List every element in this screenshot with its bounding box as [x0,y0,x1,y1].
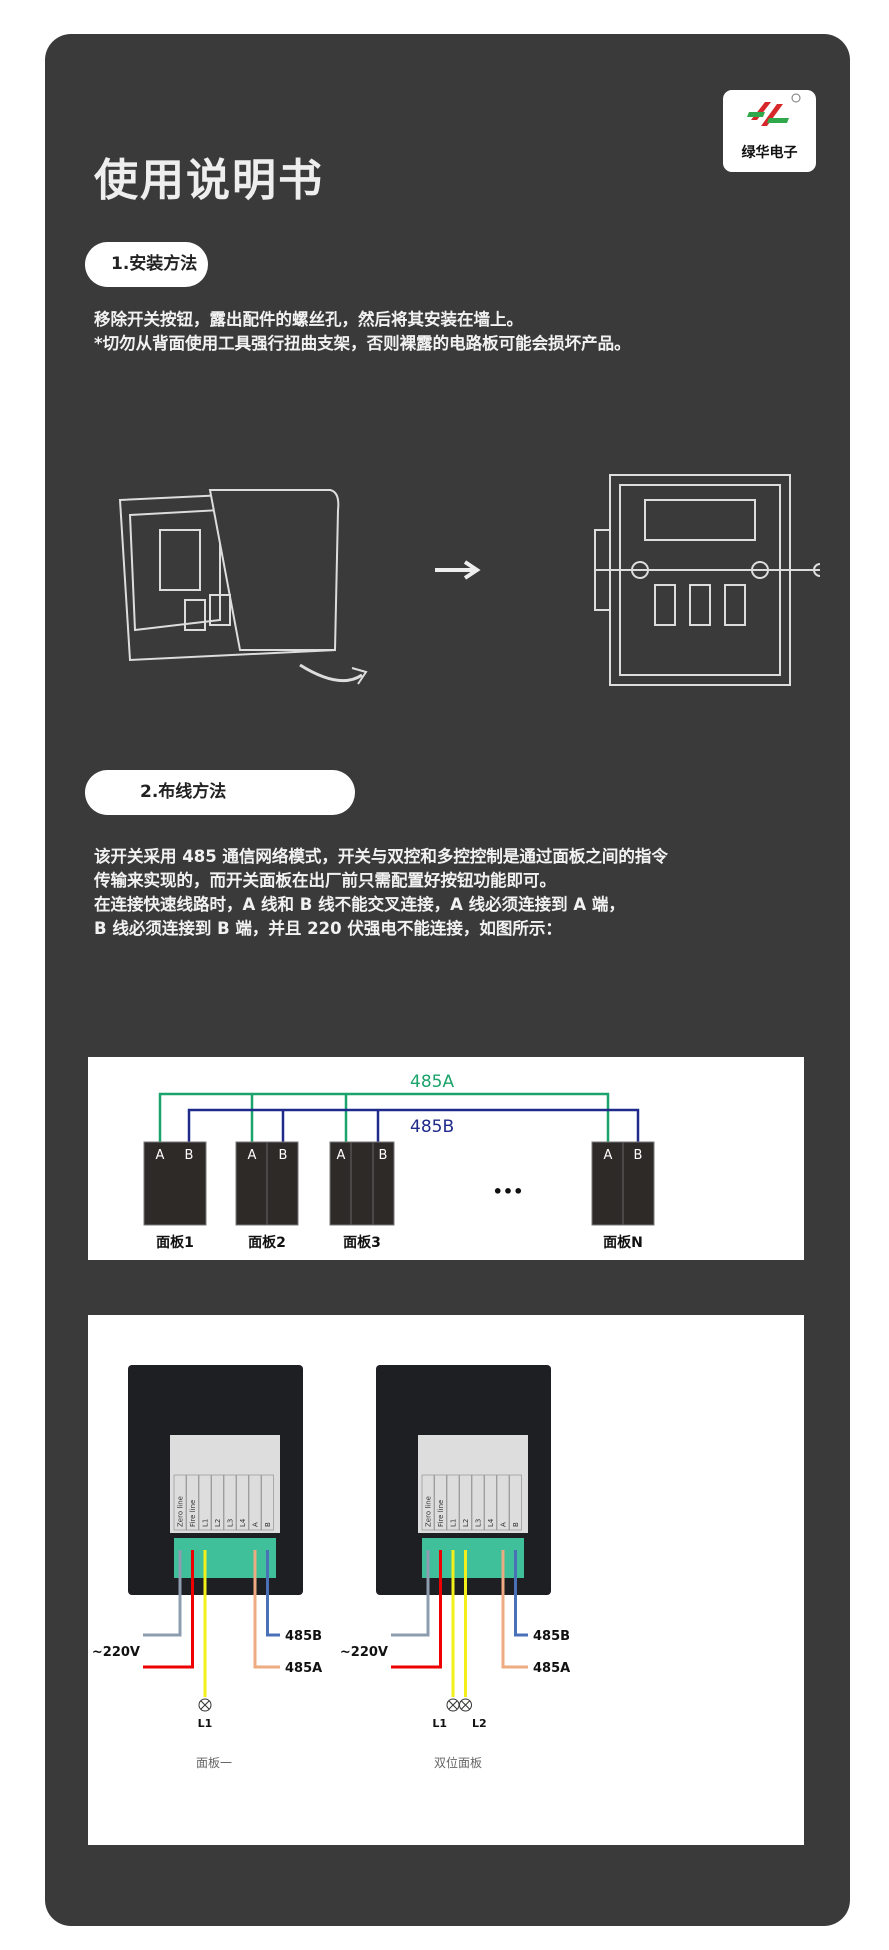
terminal-b: B [379,1148,388,1163]
terminal-a: A [156,1148,165,1163]
wiring-instructions: 该开关采用 485 通信网络模式，开关与双控和多控控制是通过面板之间的指令 传输… [94,845,668,941]
terminal-label: Fire line [437,1500,445,1527]
panel-label: 面板N [603,1234,643,1251]
terminal-b: B [185,1148,194,1163]
install-instructions: 移除开关按钮，露出配件的螺丝孔，然后将其安装在墙上。 *切勿从背面使用工具强行扭… [94,308,631,356]
wiring-line: B 线必须连接到 B 端，并且 220 伏强电不能连接，如图所示： [94,919,562,938]
terminal-label: B [512,1522,520,1527]
terminal-label: Zero line [425,1496,433,1527]
brand-logo: 绿华电子 [723,90,816,172]
line-485b-label: 485B [410,1117,454,1137]
terminal-label: L1 [202,1519,210,1527]
logo-mark-icon [747,93,801,126]
lamp-label: L1 [198,1717,213,1730]
install-illustration [118,474,820,686]
terminal-label: Zero line [177,1496,185,1527]
page-title: 使用说明书 [94,155,324,206]
panel-3 [329,1141,395,1226]
lamp-label: L2 [472,1717,487,1730]
line-485a-label: 485A [410,1072,454,1092]
terminal-b: B [634,1148,643,1163]
terminal-a: A [337,1148,346,1163]
terminal-label: L3 [227,1519,235,1527]
terminal-label: L2 [214,1519,222,1527]
lamp-label: L1 [432,1717,447,1730]
caption-double-panel: 双位面板 [434,1755,482,1770]
wiring-line: 传输来实现的，而开关面板在出厂前只需配置好按钮功能即可。 [94,871,556,890]
wiring-line: 该开关采用 485 通信网络模式，开关与双控和多控控制是通过面板之间的指令 [94,847,668,866]
terminal-label: L2 [462,1519,470,1527]
brand-name: 绿华电子 [741,145,798,161]
bus-diagram: 485A 485B A B A B A B A B ••• 面板1 面板2 面板3 面板… [88,1057,804,1260]
voltage-label: ~220V [340,1645,388,1660]
section-wiring-heading: 2.布线方法 [85,770,355,815]
terminal-a: A [248,1148,257,1163]
voltage-label: ~220V [92,1645,140,1660]
install-line: 移除开关按钮，露出配件的螺丝孔，然后将其安装在墙上。 [94,310,523,329]
panel-1 [143,1141,207,1226]
terminal-block [422,1538,524,1578]
terminal-b: B [279,1148,288,1163]
terminal-label: L3 [475,1519,483,1527]
485a-label: 485A [533,1661,570,1676]
485b-label: 485B [533,1629,570,1644]
panel-label: 面板2 [248,1234,286,1251]
485b-label: 485B [285,1629,322,1644]
panel-label: 面板3 [343,1234,381,1251]
section-install-heading: 1.安装方法 [85,242,208,287]
485a-label: 485A [285,1661,322,1676]
terminal-label: L1 [450,1519,458,1527]
terminal-label: A [500,1522,508,1527]
terminal-label: L4 [487,1518,495,1527]
terminal-label: B [264,1522,272,1527]
terminal-label: L4 [239,1518,247,1527]
wiring-line: 在连接快速线路时，A 线和 B 线不能交叉连接，A 线必须连接到 A 端， [94,895,625,914]
caption-single-panel: 面板一 [196,1756,232,1770]
ellipsis: ••• [493,1182,524,1201]
panel-label: 面板1 [156,1234,194,1251]
terminal-block [174,1538,276,1578]
terminal-a: A [604,1148,613,1163]
install-warning: *切勿从背面使用工具强行扭曲支架，否则裸露的电路板可能会损坏产品。 [94,334,631,353]
terminal-label: Fire line [189,1500,197,1527]
terminal-label: A [252,1522,260,1527]
